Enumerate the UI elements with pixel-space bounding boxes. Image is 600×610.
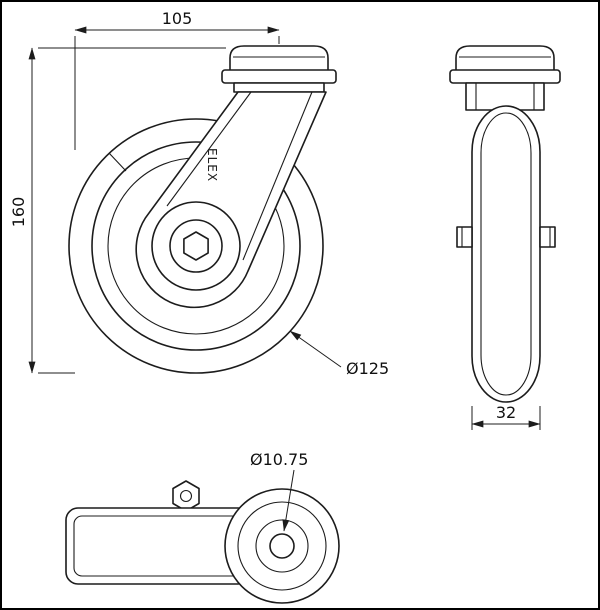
bottom-fork-body [65, 507, 251, 585]
dimension-height-160: 160 [9, 47, 226, 374]
swivel-race-circle [237, 501, 327, 591]
tire-sidewall-line [480, 112, 532, 396]
fork-inner-edge-left [166, 91, 252, 207]
tire-inner-circle [91, 141, 301, 351]
front-wheel [68, 118, 324, 374]
nut-center-circle [179, 489, 193, 503]
dimension-wheel-width-32: 32 [471, 403, 541, 430]
dimension-text-width: 105 [162, 9, 193, 28]
dimension-text-wheel-diameter: Ø125 [346, 359, 389, 378]
bottom-swivel-head [224, 488, 340, 604]
side-view: 32 [449, 45, 561, 430]
leader-line [289, 330, 342, 368]
cap-flange [449, 69, 561, 84]
dimension-bolt-hole: Ø10.75 [250, 450, 308, 532]
axle-tab-right [539, 226, 556, 248]
axle-tab-left [456, 226, 473, 248]
swivel-outer-circle [224, 488, 340, 604]
swivel-boss-circle [255, 519, 309, 573]
side-swivel-cap [449, 45, 561, 111]
cap-neck [233, 82, 325, 93]
dimension-width-105: 105 [74, 9, 280, 150]
wheel-outer-circle [68, 118, 324, 374]
cap-flange [221, 69, 337, 84]
axle-hex-nut [183, 231, 209, 261]
front-swivel-cap [221, 45, 337, 93]
dimension-text-height: 160 [9, 197, 28, 228]
tire-hatch-mark [108, 152, 127, 172]
wheel-side-outline [471, 105, 541, 403]
bottom-view: Ø10.75 [65, 450, 340, 604]
fork-body-outline [65, 507, 251, 585]
bottom-nut [172, 480, 200, 512]
side-wheel [456, 105, 556, 403]
dimension-wheel-diameter: Ø125 [289, 330, 389, 378]
hex-nut [172, 480, 200, 512]
leader-line [282, 469, 295, 532]
bolt-hole-circle [269, 533, 295, 559]
front-fork: ELEX [135, 91, 327, 309]
fork-inner-edge-right [242, 91, 313, 261]
dimension-text-bolt-hole: Ø10.75 [250, 450, 308, 469]
brand-label: ELEX [205, 148, 219, 182]
dimension-text-wheel-width: 32 [496, 403, 516, 422]
front-view: ELEX 105 160 Ø125 [9, 9, 389, 378]
